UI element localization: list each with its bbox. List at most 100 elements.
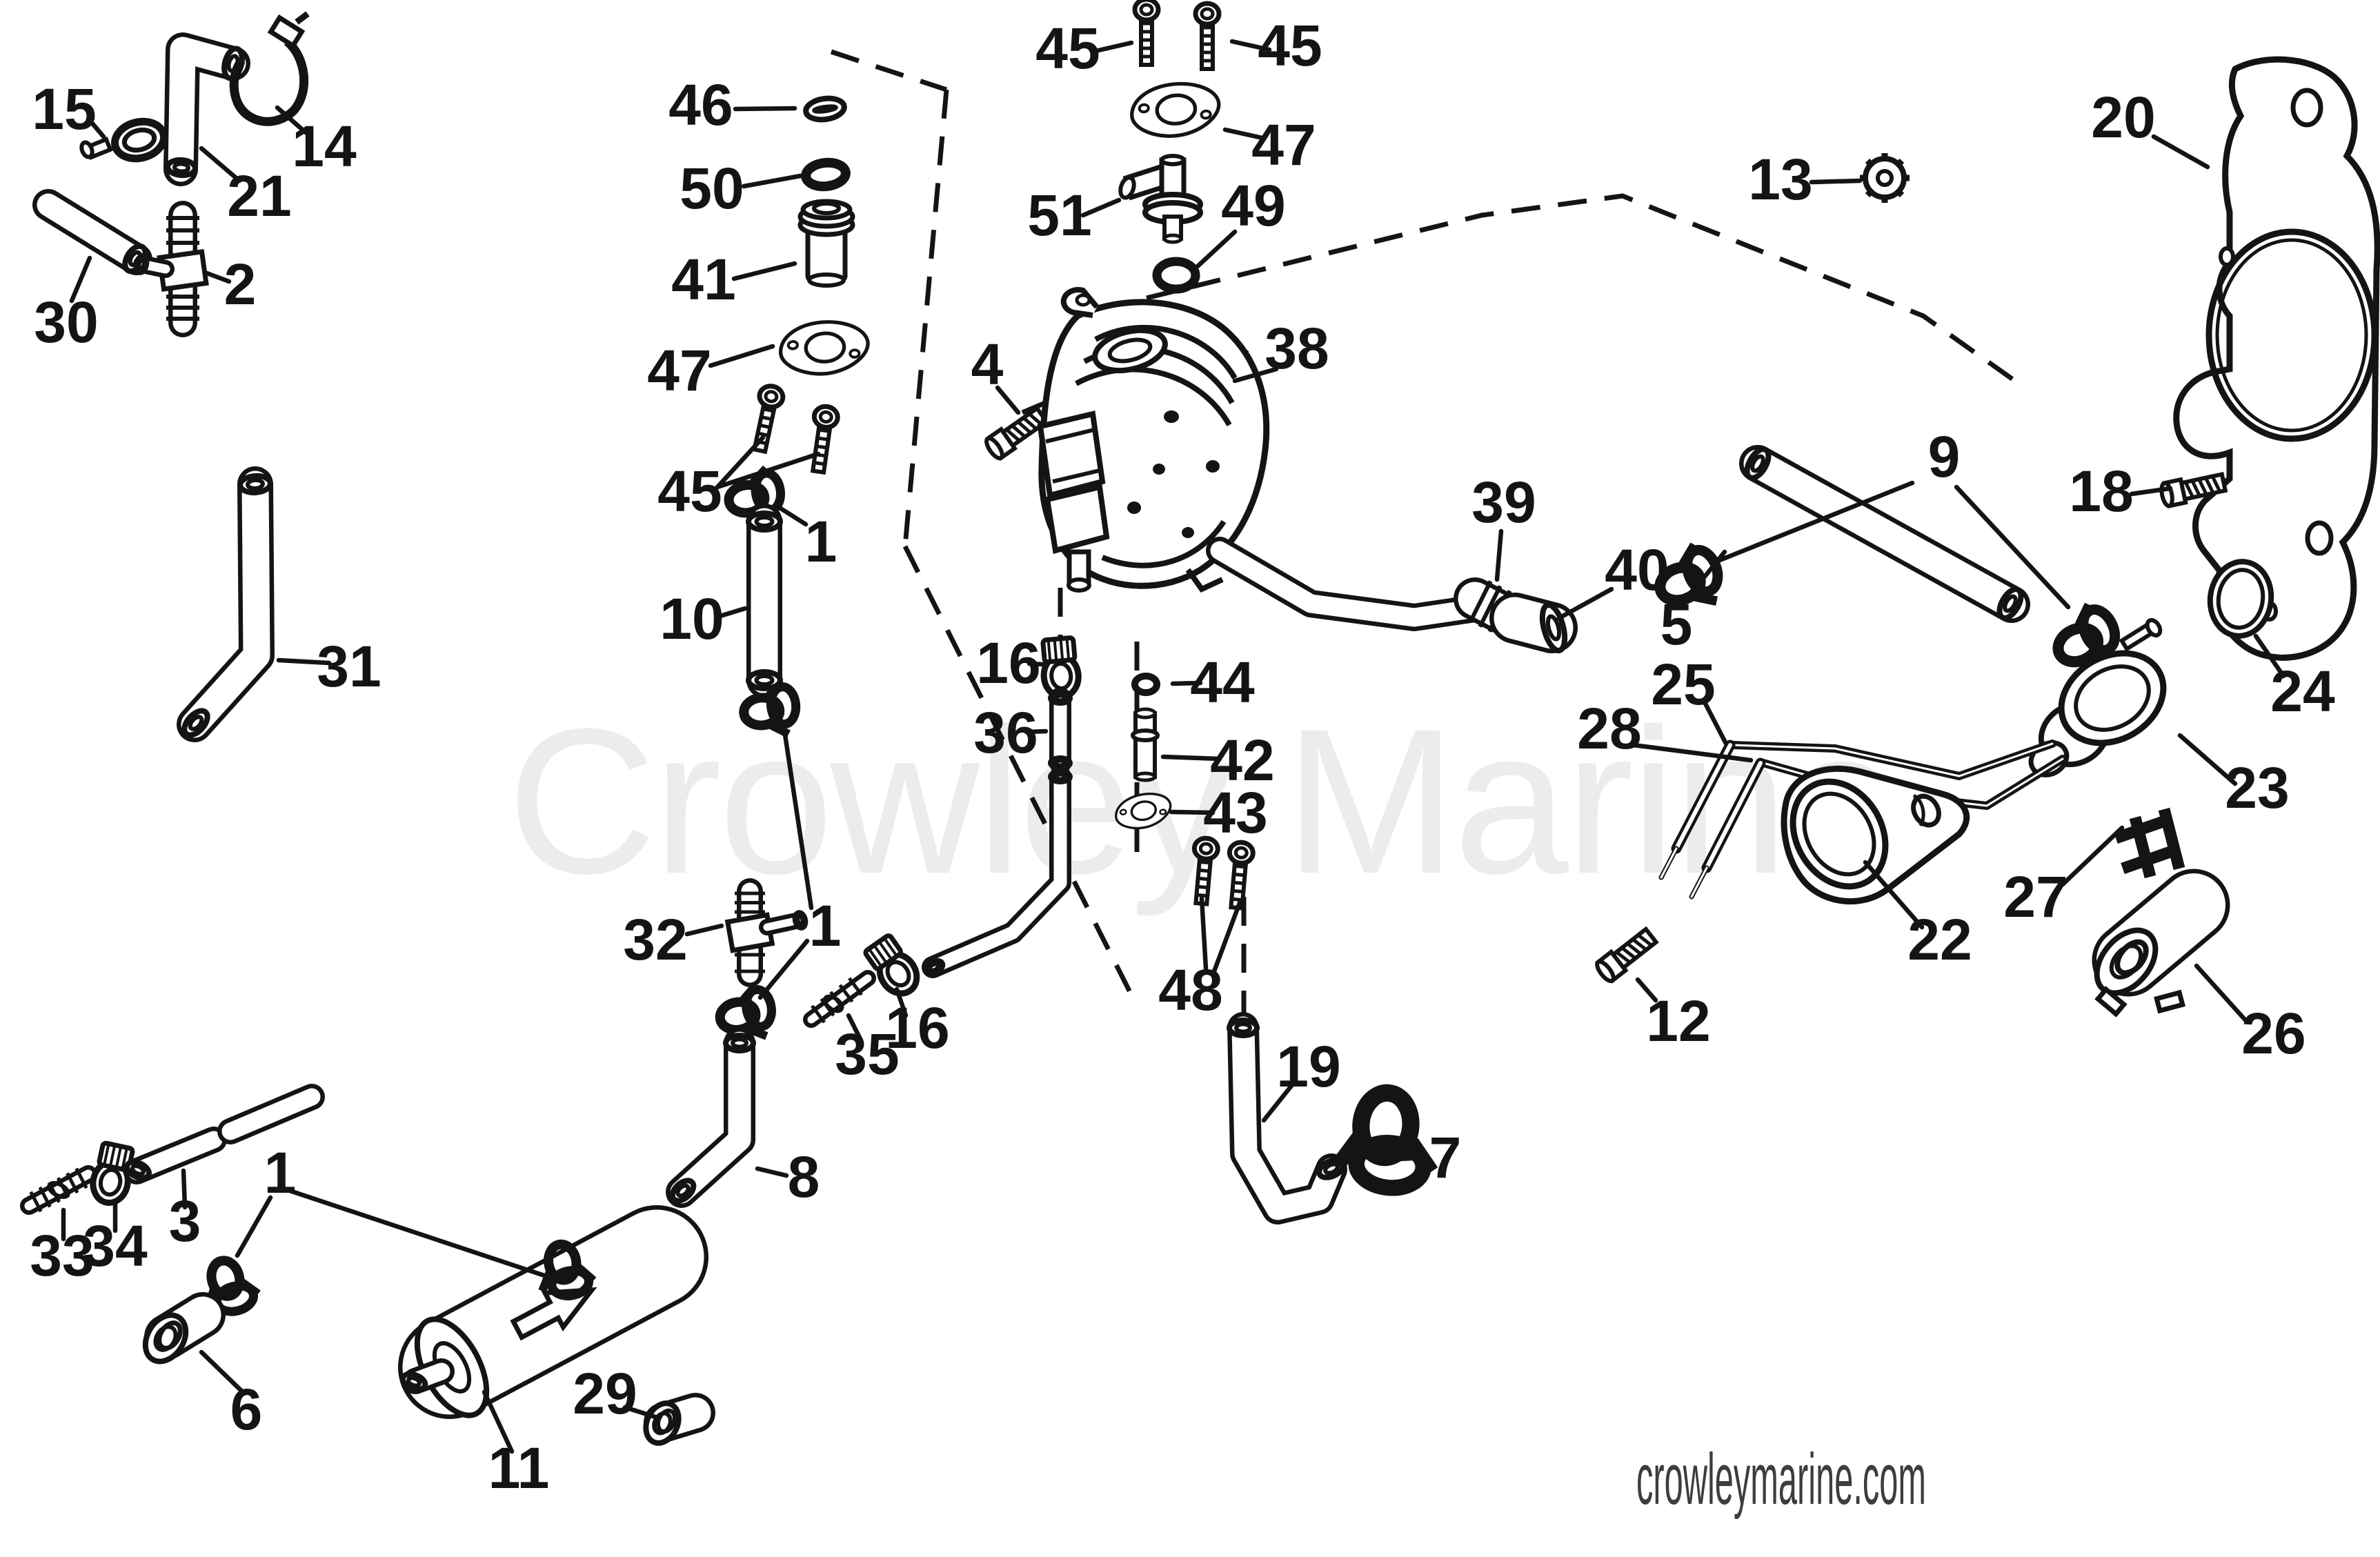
cup-29-inner <box>655 1408 677 1434</box>
part-label-18: 18 <box>2069 459 2133 524</box>
part-label-34: 34 <box>83 1213 148 1278</box>
hose-8-end <box>669 1178 697 1204</box>
part-label-39: 39 <box>1471 470 1536 535</box>
barb-33-collar <box>47 1181 70 1199</box>
screw-45-top-1 <box>1135 0 1158 65</box>
tube-5-top <box>1744 446 1772 481</box>
leader-line <box>1170 680 1203 686</box>
part-label-40: 40 <box>1605 537 1669 602</box>
t-fitting-2-ribs-top <box>166 216 199 245</box>
hose-31-end <box>181 708 210 738</box>
leader-line <box>1199 895 1209 971</box>
part-label-16: 16 <box>885 995 949 1060</box>
leader-line <box>2060 825 2125 887</box>
pump-outlet-hose <box>1206 537 1489 631</box>
barb-fitting-35 <box>803 970 876 1028</box>
part-label-5: 5 <box>1660 592 1693 657</box>
part-label-14: 14 <box>292 114 357 179</box>
leader-line <box>482 1389 515 1454</box>
leader-line <box>1222 127 1265 141</box>
o-ring-50 <box>801 157 851 192</box>
t-fitting-2-ribs-bot <box>166 295 199 321</box>
part-label-3: 3 <box>169 1189 201 1253</box>
part-label-38: 38 <box>1265 316 1329 381</box>
barb-35-collar <box>822 994 844 1013</box>
terminal-pin-28 <box>1701 757 1766 873</box>
terminal-pin-25-tip <box>1658 846 1679 880</box>
part-label-16: 16 <box>976 631 1040 695</box>
leader-line <box>275 105 308 135</box>
connector-26-tab2 <box>2153 989 2186 1014</box>
cup-6-inner <box>157 1320 183 1351</box>
mount-bracket-22 <box>1774 765 1966 904</box>
leader-line <box>69 255 92 304</box>
tube-30 <box>32 189 152 275</box>
leader-line <box>1714 480 1915 564</box>
terminal-pin-25 <box>1671 740 1736 854</box>
bolt-12 <box>1594 926 1658 984</box>
tube-36-long-top <box>1048 769 1073 784</box>
part-label-48: 48 <box>1158 958 1222 1022</box>
t32-ribs-bot <box>735 953 765 973</box>
leader-line <box>622 1405 658 1420</box>
leader-line <box>1954 484 2071 610</box>
gasket-47-left <box>779 319 870 377</box>
hose-8-top <box>723 1033 756 1053</box>
part-label-10: 10 <box>660 586 724 651</box>
o-ring-44 <box>1131 673 1160 696</box>
leader-line <box>1809 178 1863 185</box>
part-labels: 1514212303146504147451101636444243481971… <box>30 13 2335 1500</box>
part-label-1: 1 <box>809 893 842 958</box>
connector-26-tab1 <box>2094 986 2128 1018</box>
wire-23a <box>1729 740 2056 780</box>
assembly-dash-line <box>830 49 948 92</box>
leader-line <box>199 1349 247 1396</box>
leader-line <box>86 116 106 139</box>
assembly-dash-line <box>902 545 1140 1007</box>
part-label-6: 6 <box>230 1377 263 1442</box>
t32-barb-end <box>792 910 809 931</box>
leader-line <box>684 923 724 937</box>
leader-line <box>1080 197 1122 218</box>
leader-line <box>715 451 821 490</box>
screw-45-left-2 <box>806 405 839 473</box>
part-label-30: 30 <box>34 290 98 355</box>
leader-line <box>777 505 809 527</box>
part-label-21: 21 <box>227 163 291 228</box>
tube-5 <box>1739 445 2030 623</box>
leader-line <box>755 1166 789 1178</box>
part-label-1: 1 <box>264 1140 297 1205</box>
hose-21-end-bottom <box>165 157 198 179</box>
leader-line <box>1556 586 1614 621</box>
leader-line <box>717 606 748 619</box>
tube-36-bottom <box>1048 755 1073 771</box>
part-label-33: 33 <box>30 1223 94 1288</box>
part-label-41: 41 <box>671 247 735 312</box>
leader-line <box>1398 1155 1429 1162</box>
tube-10-bottom <box>746 669 783 691</box>
leader-line <box>781 723 814 911</box>
leader-line <box>2129 486 2173 497</box>
part-label-47: 47 <box>1251 112 1316 177</box>
filter-inlet-end <box>399 1371 428 1393</box>
part-shapes <box>20 0 2377 1446</box>
cup-6-open <box>142 1312 189 1365</box>
leader-line <box>2177 733 2238 786</box>
part-label-19: 19 <box>1276 1034 1340 1099</box>
hose-31-top <box>237 473 273 496</box>
part-label-2: 2 <box>224 252 257 317</box>
leader-line <box>1232 366 1279 384</box>
tube-3a-end <box>124 1159 152 1181</box>
part-label-15: 15 <box>32 77 96 141</box>
leader-lines <box>61 39 2286 1454</box>
leader-line <box>2194 963 2249 1024</box>
leader-line <box>1494 528 1504 582</box>
leader-line <box>1863 860 1925 930</box>
part-label-50: 50 <box>680 156 744 221</box>
connector-26-inner <box>2114 939 2149 976</box>
part-label-47: 47 <box>647 338 711 403</box>
part-label-26: 26 <box>2241 1001 2305 1066</box>
t32-ribs-top <box>735 891 765 914</box>
leader-line <box>1195 229 1238 269</box>
